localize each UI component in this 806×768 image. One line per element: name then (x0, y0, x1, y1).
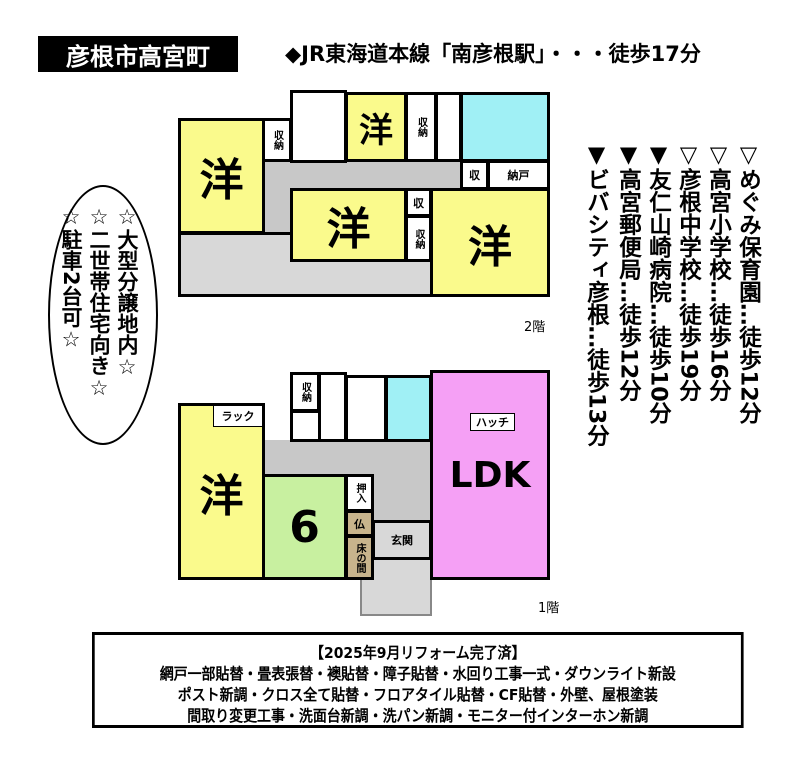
toilet (318, 372, 347, 442)
hatch: ハッチ (470, 413, 515, 431)
floor-label: 1階 (538, 601, 560, 616)
feature: ☆駐車2台可☆ (59, 205, 83, 352)
storage: 収 (460, 160, 489, 190)
feature: ☆大型分譲地内☆ (115, 205, 139, 379)
storage: 収 (405, 188, 432, 217)
storage: 収納 (405, 92, 437, 162)
bathroom (460, 92, 550, 162)
rack: ラック (213, 405, 263, 427)
storage: 収納 (405, 215, 432, 262)
toilet (435, 92, 462, 162)
notes-line: 網戸一部貼替・畳表張替・襖貼替・障子貼替・水回り工事一式・ダウンライト新設 (159, 665, 676, 683)
washroom (345, 375, 387, 442)
room-western: 洋 (345, 92, 407, 162)
room-western: 洋 (430, 188, 550, 297)
notes-line: ポスト新調・クロス全て貼替・フロアタイル貼替・CF貼替・外壁、屋根塗装 (177, 686, 658, 704)
nearby-item: ▽彦根中学校…徒歩19分 (675, 142, 702, 402)
room-ldk: LDK (430, 370, 550, 580)
nearby-item: ▽めぐみ保育園…徒歩12分 (735, 142, 762, 425)
room-western: 洋 (178, 118, 265, 234)
tokonoma: 床の間 (345, 535, 374, 580)
station-access: ◆JR東海道本線「南彦根駅」・・・徒歩17分 (285, 42, 701, 66)
hallway (262, 440, 432, 476)
notes-line: 【2025年9月リフォーム完了済】 (310, 644, 526, 662)
closet-oshiire: 押入 (345, 474, 374, 512)
bathroom (385, 375, 432, 442)
hallway (262, 160, 462, 190)
feature: ☆二世帯住宅向き☆ (87, 205, 111, 400)
nearby-item: ▼友仁山崎病院…徒歩10分 (645, 142, 672, 425)
stairs (290, 90, 347, 163)
floor-label: 2階 (524, 320, 546, 335)
page-title: 彦根市高宮町 (38, 36, 238, 72)
nearby-item: ▼ビバシティ彦根…徒歩13分 (583, 142, 610, 447)
features-oval (48, 185, 158, 445)
storage: 収納 (262, 118, 292, 162)
nearby-item: ▼高宮郵便局…徒歩12分 (615, 142, 642, 402)
nearby-item: ▽高宮小学校…徒歩16分 (705, 142, 732, 402)
room-japanese: 6 (262, 474, 347, 580)
closet-nando: 納戸 (487, 160, 550, 190)
room-western: 洋 (290, 188, 407, 262)
genkan: 玄関 (372, 520, 432, 560)
notes-line: 間取り変更工事・洗面台新調・洗パン新調・モニター付インターホン新調 (187, 707, 649, 725)
renovation-notes: 【2025年9月リフォーム完了済】 網戸一部貼替・畳表張替・襖貼替・障子貼替・水… (92, 632, 744, 728)
room-western: 洋 (178, 403, 265, 580)
butsudan: 仏 (345, 510, 374, 537)
hallway (262, 188, 292, 232)
storage: 収納 (290, 372, 320, 412)
